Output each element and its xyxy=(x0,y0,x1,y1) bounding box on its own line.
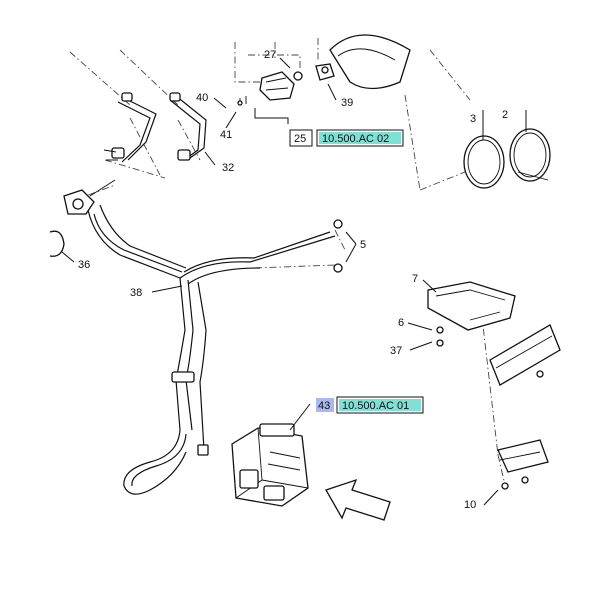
callout-32: 32 xyxy=(222,162,234,174)
reference-box-ac02[interactable]: 25 10.500.AC 02 xyxy=(289,129,404,147)
sensor-assembly xyxy=(237,63,335,106)
callout-3: 3 xyxy=(470,113,476,125)
reference-link-ac01[interactable]: 10.500.AC 01 xyxy=(342,400,409,412)
callout-38: 38 xyxy=(130,287,142,299)
valve-36 xyxy=(49,179,116,257)
leader-lines xyxy=(61,57,527,506)
reference-box-ac01[interactable]: 43 10.500.AC 01 xyxy=(316,396,424,414)
callout-labels: 27 40 41 39 32 3 2 36 5 38 7 6 37 10 xyxy=(78,49,508,511)
callout-43: 43 xyxy=(318,400,330,412)
guide-lines xyxy=(69,38,506,486)
callout-27: 27 xyxy=(264,49,276,61)
callout-7: 7 xyxy=(412,273,418,285)
callout-41: 41 xyxy=(220,129,232,141)
direction-arrow-icon xyxy=(325,478,391,521)
callout-6: 6 xyxy=(398,317,404,329)
callout-10: 10 xyxy=(464,499,476,511)
bracket-10 xyxy=(497,439,549,490)
callout-36: 36 xyxy=(78,259,90,271)
valve-block-43 xyxy=(231,423,309,507)
upper-left-fittings xyxy=(103,92,207,163)
callout-40: 40 xyxy=(196,92,208,104)
o-rings xyxy=(463,128,551,189)
callout-25: 25 xyxy=(294,133,306,145)
cylinder-part xyxy=(329,34,411,90)
callout-2: 2 xyxy=(502,109,508,121)
callout-39: 39 xyxy=(341,97,353,109)
frame-rail xyxy=(489,324,561,386)
reference-link-ac02[interactable]: 10.500.AC 02 xyxy=(322,133,389,145)
hose-harness xyxy=(87,204,343,495)
callout-37: 37 xyxy=(390,345,402,357)
bracket-7 xyxy=(427,281,516,347)
callout-5: 5 xyxy=(360,239,366,251)
